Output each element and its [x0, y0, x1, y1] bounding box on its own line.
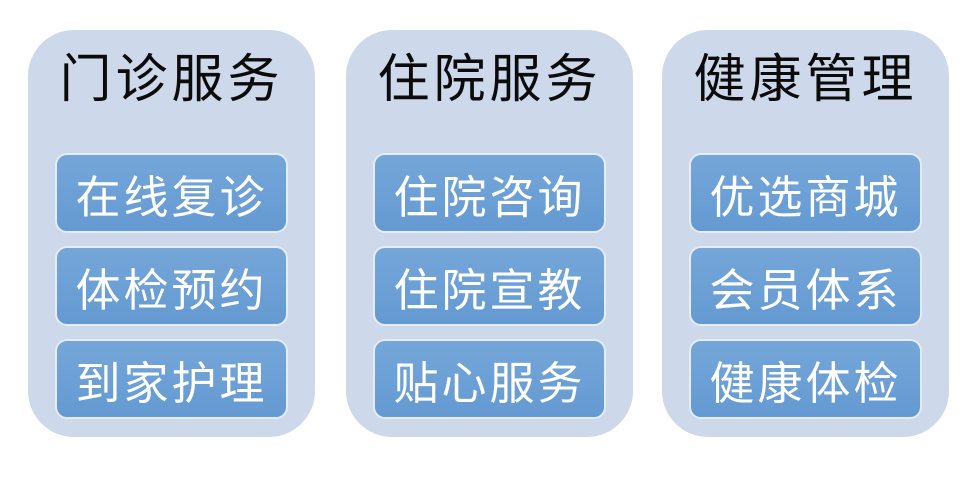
tile-caring-service[interactable]: 贴心服务: [373, 339, 606, 419]
card-inpatient-services: 住院服务 住院咨询 住院宣教 贴心服务: [346, 30, 633, 437]
card-title-inpatient: 住院服务: [377, 52, 602, 109]
tile-list-outpatient: 在线复诊 体检预约 到家护理: [55, 153, 288, 419]
tile-online-followup[interactable]: 在线复诊: [55, 153, 288, 233]
card-title-health-management: 健康管理: [693, 52, 918, 109]
tile-membership-system[interactable]: 会员体系: [689, 246, 922, 326]
tile-home-nursing[interactable]: 到家护理: [55, 339, 288, 419]
tile-inpatient-consult[interactable]: 住院咨询: [373, 153, 606, 233]
tile-health-checkup[interactable]: 健康体检: [689, 339, 922, 419]
tile-list-health-management: 优选商城 会员体系 健康体检: [689, 153, 922, 419]
card-health-management: 健康管理 优选商城 会员体系 健康体检: [662, 30, 949, 437]
tile-preferred-mall[interactable]: 优选商城: [689, 153, 922, 233]
card-outpatient-services: 门诊服务 在线复诊 体检预约 到家护理: [28, 30, 315, 437]
card-title-outpatient: 门诊服务: [59, 52, 284, 109]
tile-list-inpatient: 住院咨询 住院宣教 贴心服务: [373, 153, 606, 419]
tile-checkup-booking[interactable]: 体检预约: [55, 246, 288, 326]
tile-inpatient-education[interactable]: 住院宣教: [373, 246, 606, 326]
